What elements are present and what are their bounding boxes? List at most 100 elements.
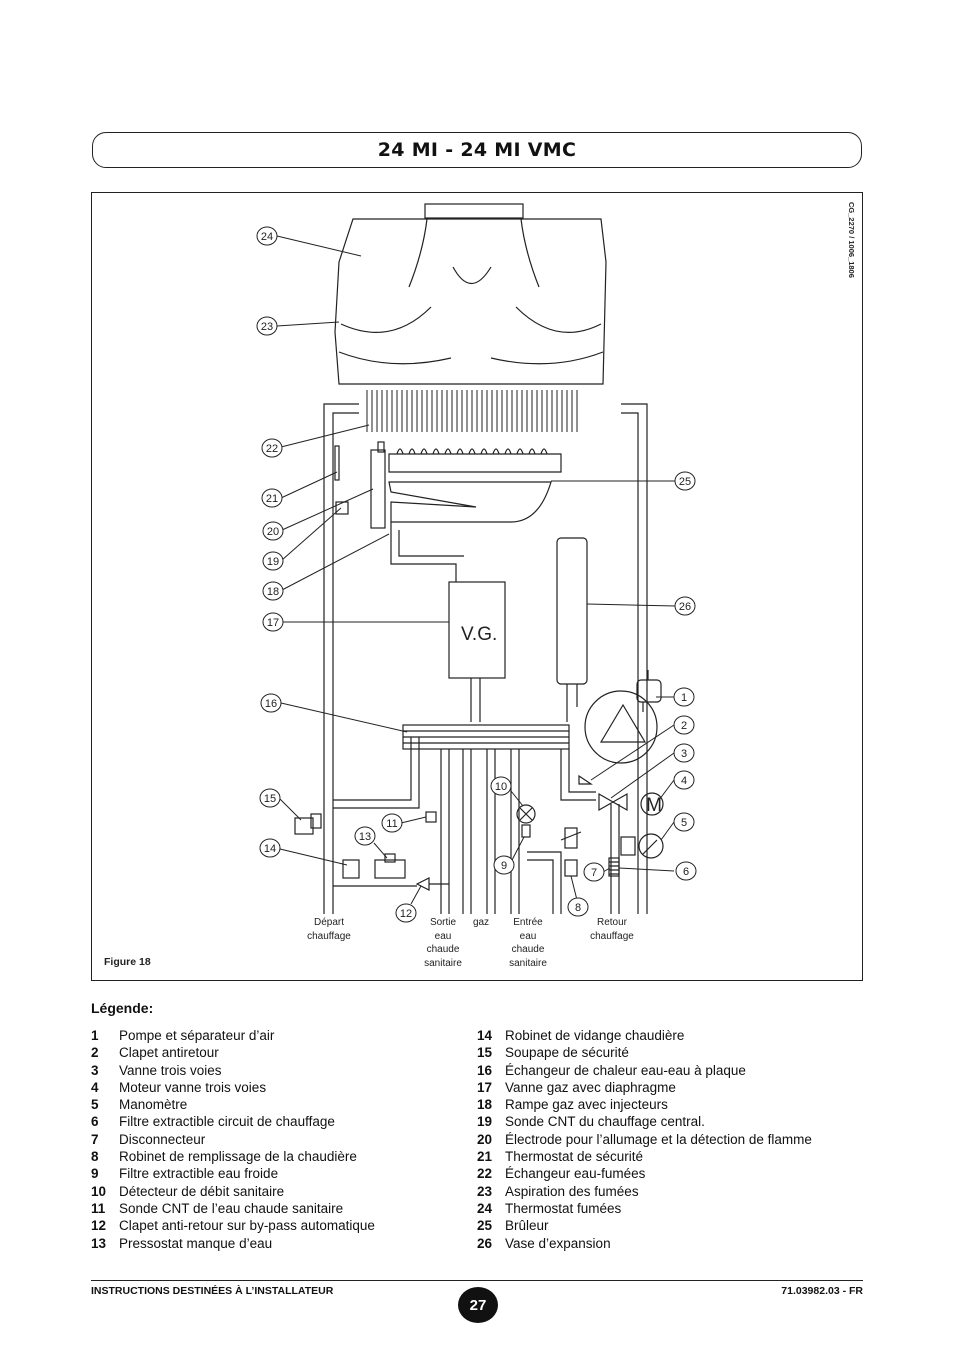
plate-exchanger <box>402 724 570 750</box>
callout-14: 14 <box>259 838 281 858</box>
low-water-pressostat <box>374 853 406 879</box>
three-way-valve <box>578 774 664 816</box>
svg-text:7: 7 <box>591 867 597 879</box>
callout-13: 13 <box>354 826 376 846</box>
electrode <box>335 501 349 515</box>
svg-text:22: 22 <box>266 443 278 455</box>
callout-18: 18 <box>262 581 284 601</box>
figure-caption: Figure 18 <box>104 956 151 968</box>
callout-9: 9 <box>493 855 515 875</box>
svg-text:25: 25 <box>679 476 691 488</box>
pump <box>584 670 662 764</box>
svg-text:23: 23 <box>261 321 273 333</box>
callout-17: 17 <box>262 612 284 632</box>
callout-6: 6 <box>675 861 697 881</box>
callout-2: 2 <box>673 715 695 735</box>
svg-text:5: 5 <box>681 817 687 829</box>
svg-text:8: 8 <box>575 902 581 914</box>
svg-text:20: 20 <box>267 526 279 538</box>
disconnector <box>560 827 582 877</box>
expansion-vessel <box>556 537 588 722</box>
callout-10: 10 <box>490 776 512 796</box>
label-entree-1: Entrée <box>513 917 543 928</box>
figure-frame <box>91 192 863 981</box>
figure-code: CG_2270 / 1006_1806 <box>847 202 856 278</box>
callout-22: 22 <box>261 438 283 458</box>
footer-divider <box>91 1280 863 1281</box>
leader-lines <box>276 235 677 905</box>
svg-text:15: 15 <box>264 793 276 805</box>
callout-20: 20 <box>262 521 284 541</box>
label-sortie-4: sanitaire <box>424 958 462 969</box>
dhw-sensor <box>425 811 437 823</box>
label-retour-1: Retour <box>597 917 628 928</box>
flow-detector <box>516 804 536 838</box>
page-number: 27 <box>458 1287 498 1323</box>
callout-21: 21 <box>261 488 283 508</box>
label-entree-3: chaude <box>512 944 545 955</box>
label-retour-2: chauffage <box>590 931 634 942</box>
gas-line <box>390 522 506 722</box>
svg-text:24: 24 <box>261 231 273 243</box>
label-depart-1: Départ <box>314 917 344 928</box>
svg-text:12: 12 <box>400 908 412 920</box>
fume-exchanger-fins <box>366 390 578 432</box>
label-sortie-1: Sortie <box>430 917 457 928</box>
svg-text:2: 2 <box>681 720 687 732</box>
svg-text:9: 9 <box>501 860 507 872</box>
svg-text:11: 11 <box>386 818 397 830</box>
svg-text:1: 1 <box>681 692 687 704</box>
svg-text:13: 13 <box>359 831 371 843</box>
water-circuit-pipes <box>323 403 648 914</box>
svg-text:21: 21 <box>266 493 278 505</box>
gas-valve-label: V.G. <box>461 624 497 645</box>
callout-19: 19 <box>262 551 284 571</box>
label-depart-2: chauffage <box>307 931 351 942</box>
callout-23: 23 <box>256 316 278 336</box>
page-title-box: 24 MI - 24 MI VMC <box>92 132 862 168</box>
footer-left-text: INSTRUCTIONS DESTINÉES À L’INSTALLATEUR <box>91 1285 334 1297</box>
callout-26: 26 <box>674 596 696 616</box>
svg-text:3: 3 <box>681 748 687 760</box>
callout-11: 11 <box>381 813 403 833</box>
label-gaz: gaz <box>473 917 489 928</box>
svg-text:10: 10 <box>495 781 507 793</box>
callout-5: 5 <box>673 812 695 832</box>
heating-filter <box>608 857 620 877</box>
label-entree-2: eau <box>520 931 537 942</box>
svg-text:17: 17 <box>267 617 279 629</box>
manometer <box>620 833 664 859</box>
burner <box>370 441 562 529</box>
svg-text:19: 19 <box>267 556 279 568</box>
callout-1: 1 <box>673 687 695 707</box>
motor-label: M <box>646 795 662 816</box>
drain-valve <box>342 859 360 879</box>
callout-7: 7 <box>583 862 605 882</box>
page-title: 24 MI - 24 MI VMC <box>377 139 577 161</box>
svg-text:6: 6 <box>683 866 689 878</box>
svg-text:16: 16 <box>265 698 277 710</box>
fume-hood <box>334 203 607 385</box>
safety-valve <box>294 813 322 835</box>
boiler-diagram: 24 23 22 21 20 19 18 17 16 15 14 13 11 1… <box>104 202 856 969</box>
callout-4: 4 <box>673 770 695 790</box>
callout-15: 15 <box>259 788 281 808</box>
callout-25: 25 <box>674 471 696 491</box>
